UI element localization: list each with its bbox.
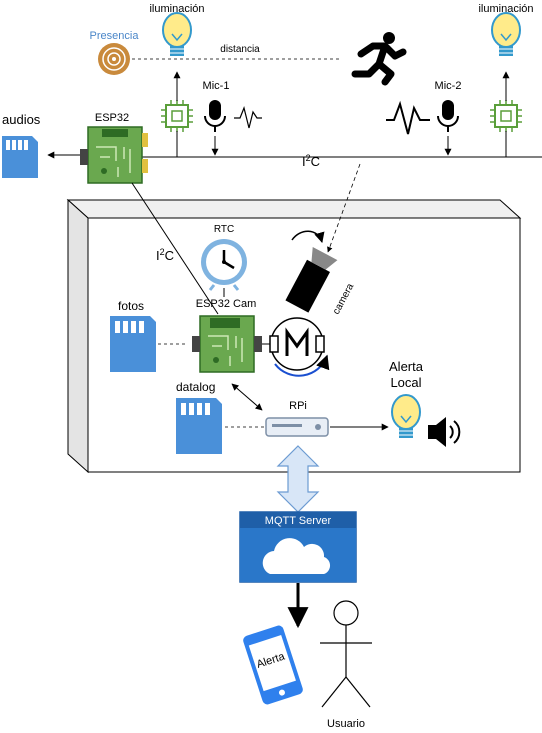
fotos-label: fotos — [118, 299, 144, 313]
phone-icon — [243, 625, 303, 705]
camera-icon — [285, 246, 338, 313]
bulb-icon — [391, 394, 421, 438]
sound-wave-icon — [234, 106, 262, 129]
mic2-label: Mic-2 — [435, 80, 462, 92]
illumination-label-right: iluminación — [478, 3, 533, 15]
audios-label: audios — [2, 112, 41, 127]
mic-chip-icon — [161, 100, 193, 132]
esp32-board-icon — [80, 126, 148, 184]
sound-wave-icon — [386, 100, 430, 135]
presence-label: Presencia — [90, 30, 140, 42]
rtc-label: RTC — [214, 224, 234, 235]
rpi-label: RPi — [289, 400, 307, 412]
cloud-icon — [262, 538, 331, 574]
sd-card-icon — [110, 316, 156, 372]
local-alert-label-1: Alerta — [389, 359, 424, 374]
cam-rpi-bidirectional-arrow — [231, 383, 263, 411]
i2c-mid-label: I2C — [156, 247, 174, 263]
sd-card-icon — [2, 136, 38, 178]
datalog-label: datalog — [176, 380, 215, 394]
esp32-board-icon — [192, 315, 262, 373]
running-person-icon — [351, 32, 407, 86]
i2c-bus-label: I2C — [302, 153, 320, 169]
mqtt-server-label: MQTT Server — [265, 515, 332, 527]
microphone-icon — [437, 100, 459, 132]
distance-label: distancia — [220, 44, 260, 55]
rpi-router-icon — [265, 417, 329, 437]
user-label: Usuario — [327, 718, 365, 730]
esp32-cam-label: ESP32 Cam — [196, 298, 257, 310]
esp32-label: ESP32 — [95, 112, 129, 124]
motor-icon — [269, 317, 330, 377]
sd-card-icon — [176, 398, 222, 454]
microphone-icon — [204, 100, 226, 132]
speaker-icon — [428, 417, 461, 447]
local-alert-label-2: Local — [390, 375, 421, 390]
presence-sensor-icon — [98, 43, 130, 75]
mic-chip-icon — [490, 100, 522, 132]
mic1-label: Mic-1 — [203, 80, 230, 92]
bulb-icon — [162, 12, 192, 56]
clock-icon — [201, 239, 247, 291]
stick-figure-icon — [320, 600, 372, 708]
bulb-icon — [491, 12, 521, 56]
person-to-camera-line — [327, 163, 361, 253]
esp32-to-cam-line — [131, 182, 219, 315]
camera-rotation-arrow — [291, 230, 325, 244]
illumination-label-left: iluminación — [149, 3, 204, 15]
